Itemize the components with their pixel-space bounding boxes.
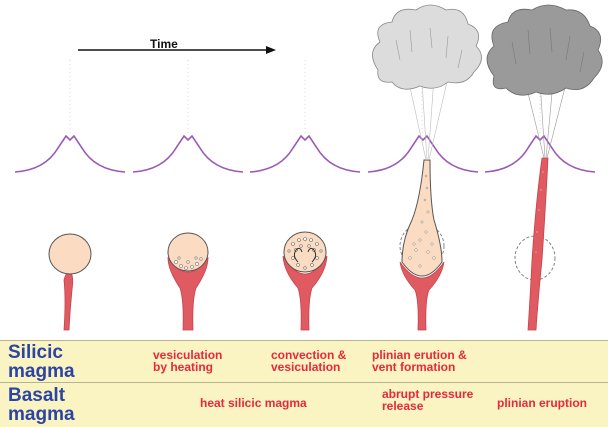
- volcano-profiles: [15, 136, 595, 172]
- stage-2-magma: [168, 233, 208, 330]
- row-label-line: Silicic: [8, 342, 63, 363]
- cell-convection-vesiculation: convection &vesiculation: [271, 349, 346, 373]
- time-label: Time: [150, 37, 178, 51]
- cell-line: vent formation: [372, 360, 455, 374]
- ash-cloud: [372, 5, 481, 89]
- cell-line: vesiculation: [271, 360, 340, 374]
- cell-line: by heating: [153, 360, 213, 374]
- volcano-2: [133, 136, 243, 172]
- stage-3-magma: [283, 232, 327, 330]
- basalt-row: Basalt magma heat silicic magma abrupt p…: [0, 382, 608, 427]
- cell-plinian-vent-formation: plinian erution &vent formation: [372, 349, 467, 373]
- basalt-dike: [64, 272, 73, 330]
- cell-heat-silicic-magma: heat silicic magma: [200, 397, 307, 409]
- silicic-chamber: [168, 233, 208, 271]
- basalt-row-label: Basalt magma: [8, 386, 78, 424]
- cell-line: release: [382, 399, 423, 413]
- row-label-line: magma: [8, 404, 75, 425]
- basalt-conduit: [528, 158, 548, 330]
- ash-cloud: [487, 5, 602, 95]
- eruption-sequence-diagram: Time: [0, 0, 608, 340]
- silicic-chamber: [49, 234, 91, 274]
- cell-plinian-eruption: plinian eruption: [497, 397, 587, 409]
- row-label-line: Basalt: [8, 385, 65, 406]
- volcano-3: [250, 136, 360, 172]
- silicic-row-label: Silicic magma: [8, 343, 78, 381]
- diagram-canvas: [0, 0, 608, 340]
- stage-1-magma: [49, 234, 91, 330]
- silicic-conduit: [402, 160, 442, 276]
- row-label-line: magma: [8, 361, 75, 382]
- volcano-1: [15, 136, 125, 172]
